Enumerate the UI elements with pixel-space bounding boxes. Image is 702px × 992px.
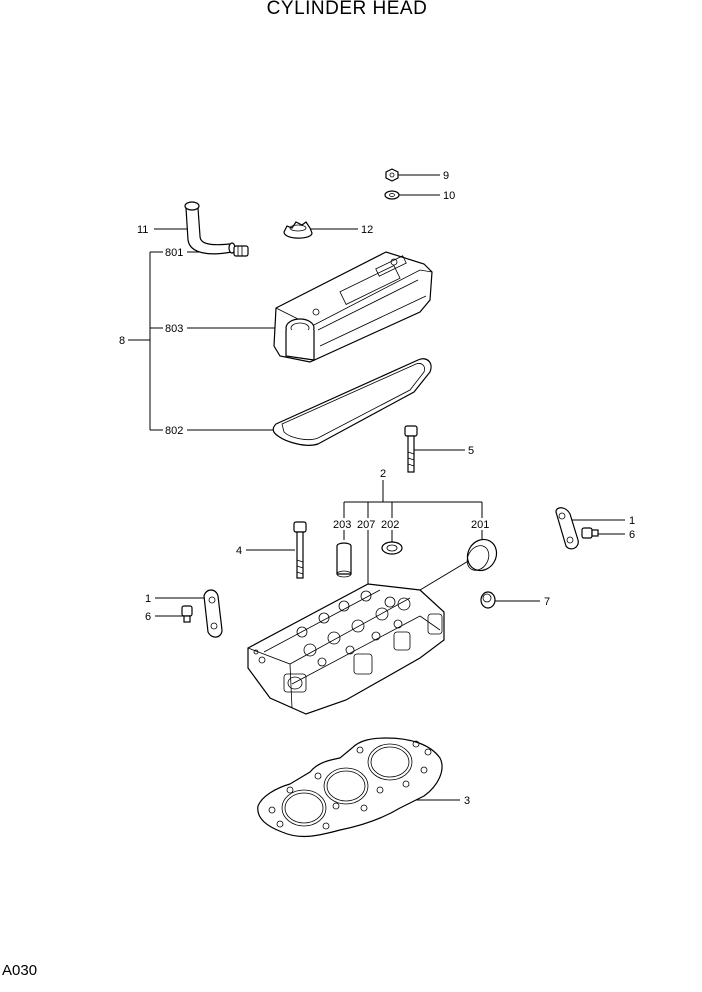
callout-6-right: 6 [629, 529, 635, 541]
callout-803: 803 [165, 323, 183, 335]
callout-203: 203 [333, 519, 351, 531]
cylinder-head-block [247, 583, 445, 715]
callout-202: 202 [381, 519, 399, 531]
filler-cap-part-12 [283, 221, 313, 239]
callout-9: 9 [443, 170, 449, 182]
cover-gasket-part-802 [272, 358, 432, 446]
seal-ring-part-202 [381, 541, 403, 555]
callout-2: 2 [380, 468, 386, 480]
callout-6-left: 6 [145, 611, 151, 623]
valve-guide-part-203 [336, 542, 352, 578]
rocker-cover-part-803 [273, 251, 433, 363]
callout-4: 4 [236, 545, 242, 557]
washer-part-10 [384, 190, 400, 200]
callout-207: 207 [357, 519, 375, 531]
callout-1-right: 1 [629, 515, 635, 527]
callout-801: 801 [165, 247, 183, 259]
callout-11: 11 [137, 224, 148, 236]
bolt-part-6-left [181, 605, 193, 623]
head-gasket-part-3 [257, 737, 443, 838]
bolt-part-4 [293, 521, 307, 579]
plug-part-7 [480, 591, 496, 609]
callout-12: 12 [361, 224, 373, 236]
callout-1-left: 1 [145, 593, 151, 605]
plug-part-201 [466, 538, 498, 572]
nut-part-9 [385, 168, 399, 182]
callout-3: 3 [464, 795, 470, 807]
callout-201: 201 [471, 519, 489, 531]
page-title: CYLINDER HEAD [266, 0, 428, 19]
connector-part-801 [233, 245, 249, 257]
callout-802: 802 [165, 425, 183, 437]
callout-7: 7 [544, 596, 550, 608]
breather-hose-part-11 [184, 201, 236, 255]
bolt-part-6-right [581, 527, 599, 539]
page-number: A030 [2, 962, 38, 979]
callout-8: 8 [119, 335, 125, 347]
bolt-part-5 [404, 425, 418, 473]
engine-hanger-part-1-right [555, 507, 579, 550]
callout-5: 5 [468, 445, 474, 457]
callout-10: 10 [443, 190, 455, 202]
engine-hanger-part-1-left [203, 589, 223, 638]
callout-labels: 9 10 11 12 801 8 803 802 5 2 203 207 202… [119, 170, 635, 807]
